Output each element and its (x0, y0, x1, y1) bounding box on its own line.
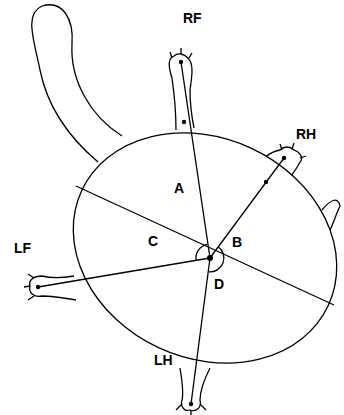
angle-label: B (232, 234, 242, 250)
limb-label: LH (154, 352, 173, 368)
angle-label: C (148, 233, 158, 249)
limb-label: RF (183, 10, 202, 26)
limb-label: RH (296, 126, 316, 142)
angle-label: A (174, 180, 184, 196)
limb-label: LF (14, 240, 31, 256)
angle-label: D (214, 276, 224, 292)
